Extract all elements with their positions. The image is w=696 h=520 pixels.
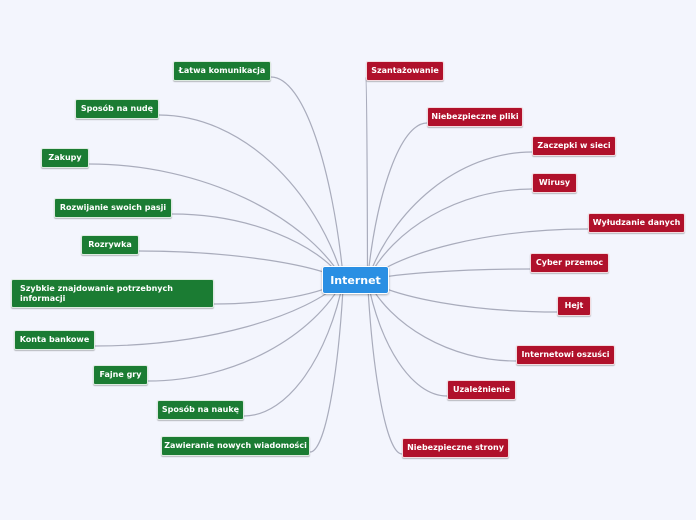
topic-konta-bankowe[interactable]: Konta bankowe (14, 330, 95, 350)
connector-negative-2 (366, 151, 533, 281)
topic-wirusy[interactable]: Wirusy (532, 173, 577, 193)
topic-sposob-na-nude[interactable]: Sposób na nudę (75, 99, 159, 119)
connector-negative-3 (366, 188, 533, 281)
connector-positive-0 (270, 76, 345, 281)
connector-positive-1 (158, 114, 345, 281)
topic-cyber-przemoc[interactable]: Cyber przemoc (530, 253, 609, 273)
connector-positive-9 (309, 279, 345, 453)
topic-zaczepki-w-sieci[interactable]: Zaczepki w sieci (532, 136, 616, 156)
connector-negative-7 (366, 279, 517, 362)
topic-hejt[interactable]: Hejt (557, 296, 591, 316)
central-topic-internet[interactable]: Internet (322, 266, 389, 294)
topic-internetowi-oszusci[interactable]: Internetowi oszuści (516, 345, 615, 365)
topic-niebezpieczne-pliki[interactable]: Niebezpieczne pliki (427, 107, 523, 127)
topic-sposob-na-nauke[interactable]: Sposób na naukę (157, 400, 244, 420)
connector-positive-8 (243, 279, 345, 417)
topic-rozrywka[interactable]: Rozrywka (81, 235, 139, 255)
topic-rozwijanie-swoich-pasji[interactable]: Rozwijanie swoich pasji (54, 198, 172, 218)
topic-szantazowanie[interactable]: Szantażowanie (366, 61, 444, 81)
connector-positive-2 (88, 163, 345, 281)
topic-uzaleznienie[interactable]: Uzależnienie (447, 380, 516, 400)
connector-negative-1 (366, 122, 428, 281)
topic-zawieranie-nowych-wiadomosci[interactable]: Zawieranie nowych wiadomości (161, 436, 310, 456)
topic-wyludzanie-danych[interactable]: Wyłudzanie danych (588, 213, 685, 233)
topic-latwa-komunikacja[interactable]: Łatwa komunikacja (173, 61, 271, 81)
connector-positive-7 (147, 279, 345, 382)
connector-negative-5 (367, 268, 531, 281)
connector-negative-0 (365, 76, 369, 281)
connector-positive-4 (138, 250, 344, 281)
topic-fajne-gry[interactable]: Fajne gry (93, 365, 148, 385)
topic-niebezpieczne-strony[interactable]: Niebezpieczne strony (402, 438, 509, 458)
topic-zakupy[interactable]: Zakupy (41, 148, 89, 168)
connector-negative-6 (367, 279, 558, 313)
connector-negative-8 (366, 279, 448, 397)
connector-negative-9 (366, 279, 403, 455)
topic-szybkie-znajdowanie-informacji[interactable]: Szybkie znajdowanie potrzebnych informac… (11, 279, 214, 308)
